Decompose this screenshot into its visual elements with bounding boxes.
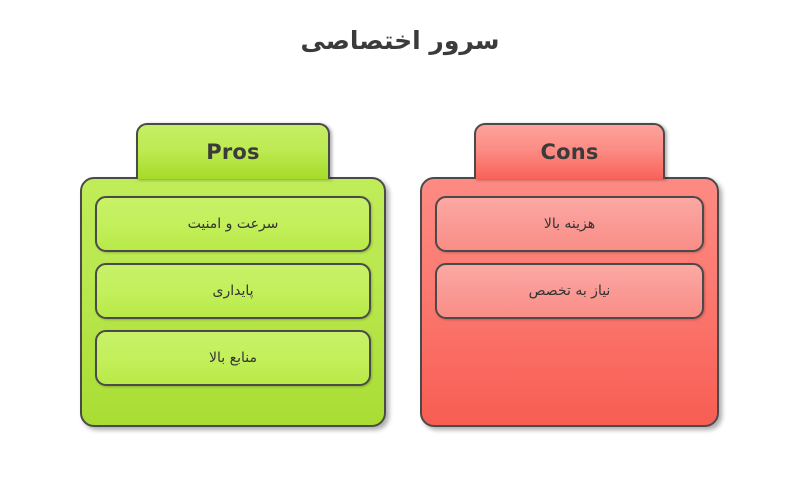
- list-item[interactable]: سرعت و امنیت: [95, 196, 371, 252]
- cons-header-label: Cons: [540, 140, 599, 164]
- pros-header-label: Pros: [206, 140, 260, 164]
- pros-header-tab[interactable]: Pros: [136, 123, 330, 179]
- cons-panel-body: هزینه بالا نیاز به تخصص: [420, 177, 719, 427]
- cons-item-list: هزینه بالا نیاز به تخصص: [435, 196, 704, 319]
- page-title: سرور اختصاصی: [300, 26, 500, 55]
- cons-item-label-2: نیاز به تخصص: [528, 282, 611, 299]
- pros-item-label-3: منابع بالا: [209, 349, 257, 366]
- list-item[interactable]: منابع بالا: [95, 330, 371, 386]
- cons-item-label-1: هزینه بالا: [543, 215, 596, 232]
- list-item[interactable]: نیاز به تخصص: [435, 263, 704, 319]
- cons-column: Cons هزینه بالا نیاز به تخصص: [420, 123, 719, 427]
- pros-item-list: سرعت و امنیت پایداری منابع بالا: [95, 196, 371, 386]
- pros-item-label-2: پایداری: [212, 282, 254, 299]
- pros-item-label-1: سرعت و امنیت: [187, 215, 279, 232]
- list-item[interactable]: هزینه بالا: [435, 196, 704, 252]
- list-item[interactable]: پایداری: [95, 263, 371, 319]
- cons-header-tab[interactable]: Cons: [474, 123, 665, 179]
- pros-panel-body: سرعت و امنیت پایداری منابع بالا: [80, 177, 386, 427]
- pros-column: Pros سرعت و امنیت پایداری منابع بالا: [80, 123, 386, 427]
